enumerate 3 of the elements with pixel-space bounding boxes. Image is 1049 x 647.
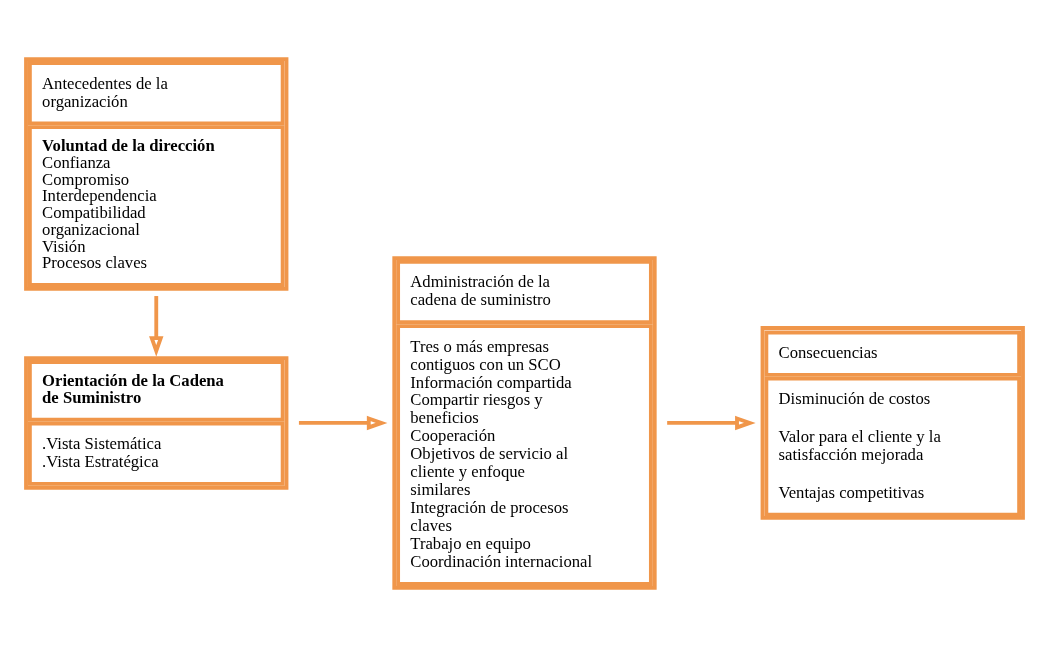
arrow: [298, 415, 388, 431]
arrow: [667, 415, 756, 431]
arrow: [149, 296, 164, 357]
